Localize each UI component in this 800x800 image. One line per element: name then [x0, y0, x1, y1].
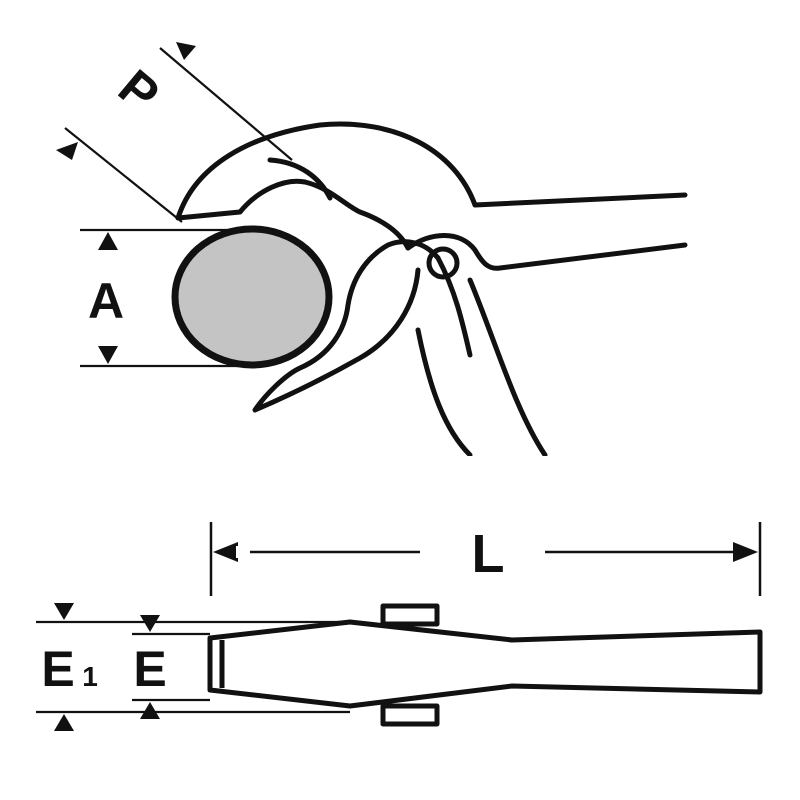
p-extension-line-2: [159, 47, 293, 161]
workpiece-circle: [171, 225, 333, 369]
lower-handle-inner: [467, 277, 548, 458]
plier-top-view: [207, 603, 763, 727]
side-view-crop: [0, 456, 800, 486]
pivot-ring: [426, 246, 460, 280]
top-view-outline: [207, 619, 763, 709]
p-arrow-lower: [56, 142, 78, 160]
upper-jaw-inner-edge: [175, 178, 411, 251]
rivet-tab-bottom: [380, 703, 440, 727]
l-dim-gap-left: [236, 546, 250, 558]
e-arrow-bottom: [140, 702, 160, 719]
dimension-a: [80, 228, 250, 368]
dimension-l: [209, 522, 762, 596]
upper-handle-lower-edge: [405, 233, 688, 271]
label-e1-subscript: 1: [82, 661, 98, 692]
lower-jaw-outline: [252, 239, 441, 413]
l-arrow-right: [733, 542, 758, 562]
plier-side-view: [175, 121, 688, 458]
upper-jaw-outline: [175, 121, 688, 221]
lower-handle-mid: [435, 255, 473, 358]
label-e1: E: [41, 641, 74, 697]
jaw-step-detail: [267, 157, 333, 201]
e-arrow-top: [140, 615, 160, 632]
e1-arrow-top: [54, 603, 74, 620]
lower-handle-outer: [415, 327, 473, 458]
p-extension-line-1: [64, 127, 183, 223]
l-arrow-left: [213, 542, 238, 562]
a-arrow-top: [98, 232, 118, 250]
e1-arrow-bottom: [54, 714, 74, 731]
label-l: L: [472, 524, 505, 584]
label-e: E: [133, 641, 166, 697]
label-p: P: [108, 59, 170, 123]
rivet-tab-top: [380, 603, 440, 627]
label-a: A: [88, 273, 124, 329]
dimension-e1-e: [36, 603, 350, 731]
a-arrow-bottom: [98, 346, 118, 364]
dimension-p: [56, 42, 293, 223]
p-arrow-upper: [176, 42, 196, 60]
